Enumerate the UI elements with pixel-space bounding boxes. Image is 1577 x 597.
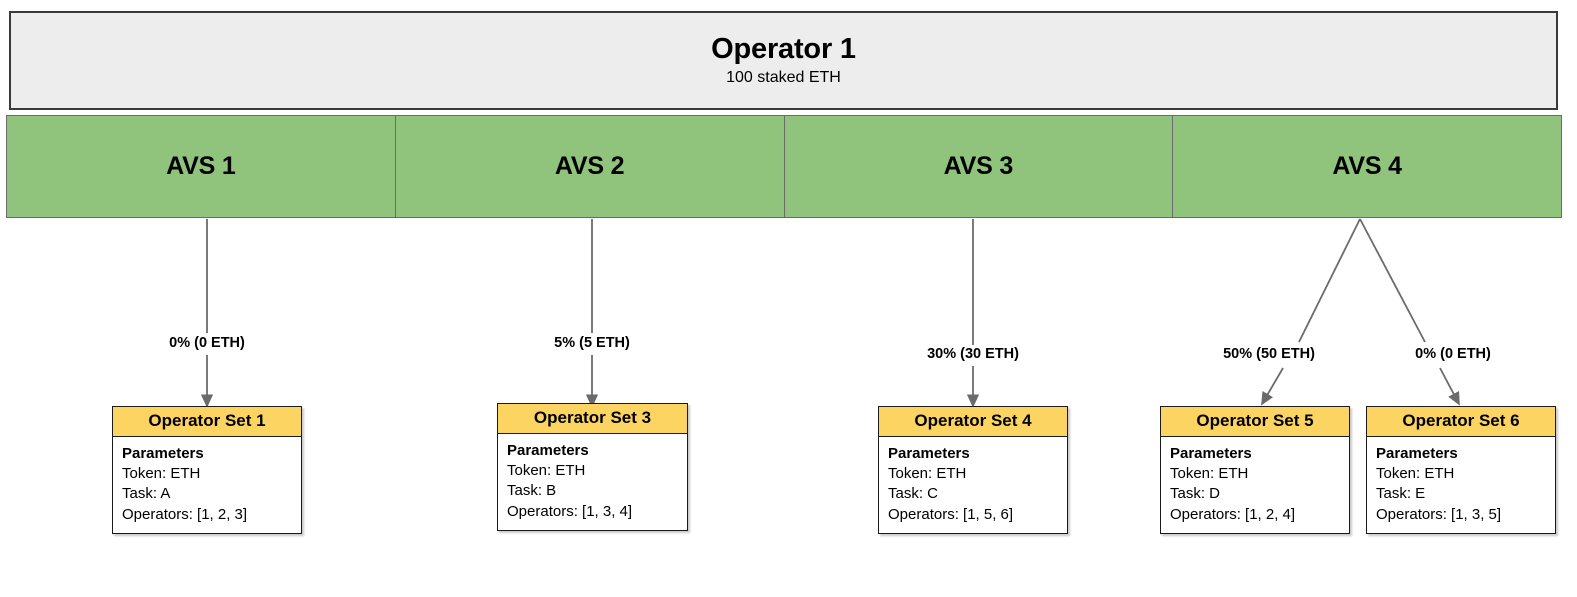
operator-set-card-5[interactable]: Operator Set 5 Parameters Token: ETH Tas…: [1160, 406, 1350, 534]
avs-cell-4[interactable]: AVS 4: [1173, 116, 1561, 217]
edge-avs4-opset6-upper: [1359, 218, 1426, 343]
operator-header-box: Operator 1 100 staked ETH: [9, 11, 1558, 110]
operator-set-title-6: Operator Set 6: [1367, 407, 1555, 437]
edge-label-avs4-opset5: 50% (50 ETH): [1220, 346, 1318, 363]
edge-label-avs1: 0% (0 ETH): [166, 335, 248, 352]
operator-set-body-1: Parameters Token: ETH Task: A Operators:…: [113, 437, 301, 533]
parameters-label-6: Parameters: [1376, 444, 1458, 462]
avs-bar: AVS 1 AVS 2 AVS 3 AVS 4: [6, 115, 1562, 218]
operator-set-title-5: Operator Set 5: [1161, 407, 1349, 437]
avs-label-4: AVS 4: [1332, 152, 1402, 180]
operators-line-1: Operators: [1, 2, 3]: [122, 505, 248, 523]
task-line-4: Task: C: [888, 485, 939, 503]
task-line-5: Task: D: [1170, 485, 1221, 503]
operator-set-title-3: Operator Set 3: [498, 404, 687, 434]
token-line-3: Token: ETH: [507, 462, 586, 480]
operator-set-card-6[interactable]: Operator Set 6 Parameters Token: ETH Tas…: [1366, 406, 1556, 534]
edge-label-avs4-opset6: 0% (0 ETH): [1412, 346, 1494, 363]
operators-line-3: Operators: [1, 3, 4]: [507, 502, 633, 520]
edge-avs4-opset6-lower: [1439, 367, 1460, 406]
edge-avs4-opset5-upper: [1298, 218, 1361, 343]
edge-label-avs3: 30% (30 ETH): [924, 346, 1022, 363]
edge-avs4-opset5-lower: [1261, 367, 1284, 406]
operators-line-5: Operators: [1, 2, 4]: [1170, 505, 1296, 523]
task-line-1: Task: A: [122, 485, 171, 503]
parameters-label-4: Parameters: [888, 444, 970, 462]
token-line-4: Token: ETH: [888, 465, 967, 483]
operator-set-body-6: Parameters Token: ETH Task: E Operators:…: [1367, 437, 1555, 533]
avs-label-2: AVS 2: [554, 152, 625, 180]
avs-cell-1[interactable]: AVS 1: [7, 116, 396, 217]
operator-name: Operator 1: [711, 33, 856, 66]
task-line-6: Task: E: [1376, 485, 1426, 503]
parameters-label-1: Parameters: [122, 444, 204, 462]
operator-set-body-5: Parameters Token: ETH Task: D Operators:…: [1161, 437, 1349, 533]
token-line-5: Token: ETH: [1170, 465, 1249, 483]
avs-cell-2[interactable]: AVS 2: [395, 116, 785, 217]
token-line-6: Token: ETH: [1376, 465, 1455, 483]
operator-set-card-4[interactable]: Operator Set 4 Parameters Token: ETH Tas…: [878, 406, 1068, 534]
task-line-3: Task: B: [507, 482, 557, 500]
parameters-label-5: Parameters: [1170, 444, 1252, 462]
operator-set-body-4: Parameters Token: ETH Task: C Operators:…: [879, 437, 1067, 533]
operator-set-card-1[interactable]: Operator Set 1 Parameters Token: ETH Tas…: [112, 406, 302, 534]
operator-set-title-4: Operator Set 4: [879, 407, 1067, 437]
avs-label-1: AVS 1: [166, 152, 236, 180]
edge-label-avs2: 5% (5 ETH): [551, 335, 633, 352]
token-line-1: Token: ETH: [122, 465, 201, 483]
parameters-label-3: Parameters: [507, 441, 589, 459]
operators-line-4: Operators: [1, 5, 6]: [888, 505, 1014, 523]
avs-label-3: AVS 3: [943, 152, 1014, 180]
operator-set-body-3: Parameters Token: ETH Task: B Operators:…: [498, 434, 687, 530]
avs-cell-3[interactable]: AVS 3: [784, 116, 1174, 217]
operator-stake: 100 staked ETH: [726, 68, 841, 86]
operators-line-6: Operators: [1, 3, 5]: [1376, 505, 1502, 523]
operator-set-card-3[interactable]: Operator Set 3 Parameters Token: ETH Tas…: [497, 403, 688, 531]
operator-set-title-1: Operator Set 1: [113, 407, 301, 437]
